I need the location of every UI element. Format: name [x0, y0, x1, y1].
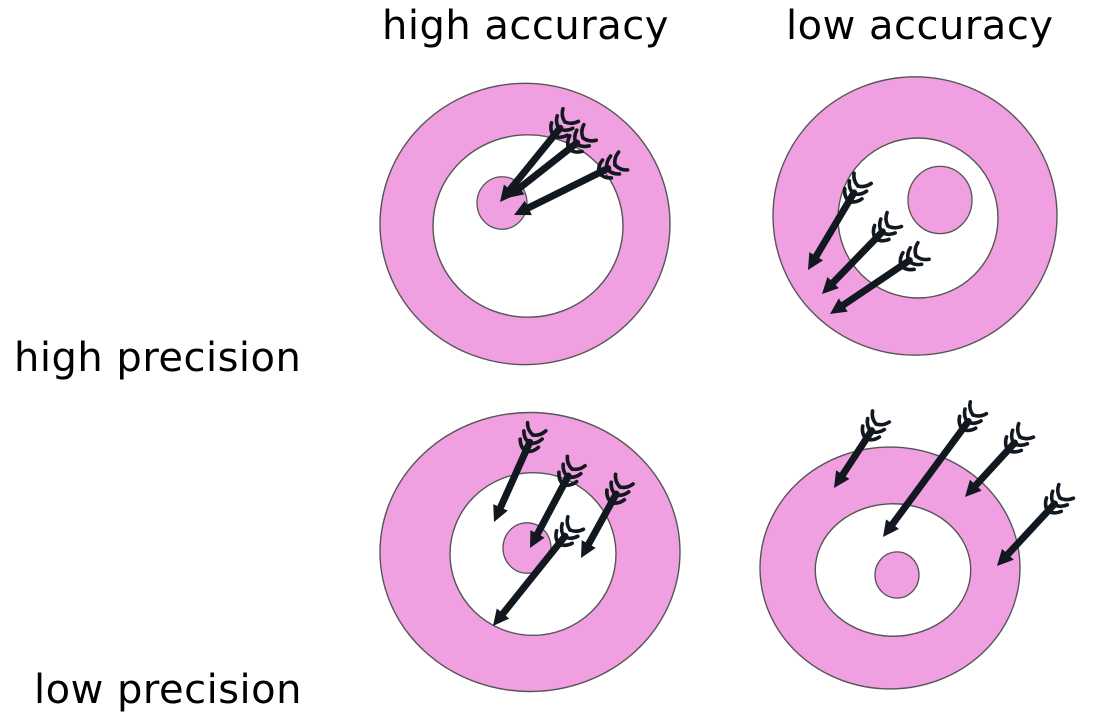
arrow-fletching	[554, 514, 586, 548]
row-label-high-precision: high precision	[14, 335, 302, 381]
arrow-icon	[493, 420, 548, 522]
arrow-icon	[834, 409, 892, 488]
arrow-icon	[883, 400, 989, 537]
arrow-shaft	[511, 139, 581, 196]
target-low-accuracy-high-precision	[772, 76, 1058, 356]
arrow-fletching	[871, 210, 904, 243]
arrow-fletching	[557, 454, 587, 488]
arrow-icon	[581, 472, 635, 558]
arrow-fletching	[549, 106, 581, 140]
arrowhead	[581, 540, 596, 558]
column-label-low-accuracy: low accuracy	[786, 3, 1054, 49]
arrow-fletching	[605, 472, 635, 505]
target-high-accuracy-high-precision	[379, 82, 671, 366]
arrow-shaft	[519, 165, 612, 215]
arrowhead	[507, 181, 525, 198]
arrow-icon	[493, 514, 586, 626]
target-high-accuracy-low-precision	[379, 411, 681, 693]
arrow-shaft	[494, 438, 534, 517]
arrow-fletching	[957, 400, 989, 433]
arrowhead	[822, 276, 839, 294]
arrow-fletching	[518, 420, 548, 454]
arrow-shaft	[885, 417, 972, 533]
arrowhead	[493, 504, 508, 522]
arrow-shaft	[495, 532, 569, 622]
arrow-icon	[514, 150, 630, 216]
arrowhead	[514, 200, 532, 216]
arrow-shaft	[834, 256, 913, 312]
arrow-shaft	[825, 228, 886, 291]
arrow-fletching	[1043, 482, 1076, 515]
arrow-fletching	[842, 171, 873, 204]
arrow-icon	[507, 122, 599, 198]
arrow-shaft	[809, 189, 858, 265]
arrow-icon	[965, 421, 1036, 497]
arrow-fletching	[596, 150, 630, 180]
targets-group	[379, 76, 1058, 693]
arrowhead	[530, 530, 545, 548]
row-label-low-precision: low precision	[34, 667, 302, 713]
arrowhead	[997, 548, 1014, 566]
target-bullseye	[907, 165, 973, 235]
arrow-fletching	[898, 240, 931, 272]
arrowhead	[834, 470, 850, 488]
target-bullseye	[874, 551, 920, 599]
target-inner-white-ring	[432, 134, 624, 318]
arrow-icon	[830, 240, 931, 314]
arrow-fletching	[860, 409, 892, 442]
arrow-icon	[530, 454, 587, 548]
arrowhead	[808, 252, 824, 270]
arrow-shaft	[1000, 500, 1059, 563]
arrow-icon	[997, 482, 1076, 566]
arrowhead	[500, 184, 517, 202]
arrowhead	[883, 519, 899, 537]
target-low-accuracy-low-precision	[759, 446, 1021, 690]
arrow-fletching	[1003, 421, 1036, 454]
arrow-icon	[822, 210, 904, 294]
arrow-icon	[808, 171, 873, 270]
arrowhead	[965, 479, 982, 497]
arrows-group	[493, 106, 1076, 626]
arrow-fletching	[565, 122, 599, 154]
arrow-shaft	[531, 472, 572, 543]
arrowhead	[493, 608, 510, 626]
arrowhead	[830, 298, 848, 314]
column-label-high-accuracy: high accuracy	[382, 3, 669, 49]
